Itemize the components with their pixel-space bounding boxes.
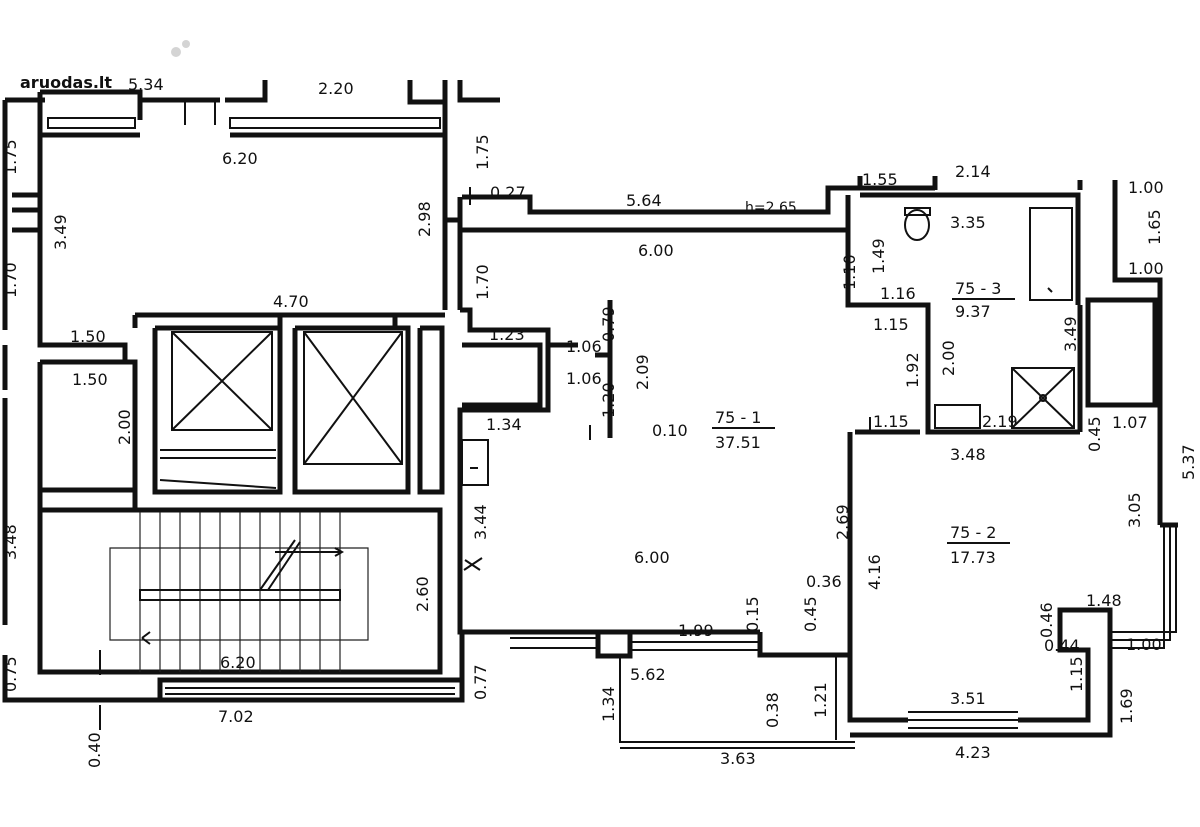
dimension-label: 2.09 xyxy=(633,354,652,390)
dimension-label: 1.55 xyxy=(862,170,898,189)
dimension-label: 0.36 xyxy=(806,572,842,591)
dimension-label: 1.34 xyxy=(599,686,618,722)
dimension-label: 7.02 xyxy=(218,707,254,726)
dimension-label: 2.19 xyxy=(982,412,1018,431)
dimension-label: 1.15 xyxy=(873,412,909,431)
dimension-label: 0.45 xyxy=(801,596,820,632)
dimension-label: 1.92 xyxy=(903,352,922,388)
dimension-label: 1.65 xyxy=(1145,209,1164,245)
apartment-75-walls xyxy=(99,100,1178,749)
dimension-label: 3.51 xyxy=(950,689,986,708)
watermark-text: aruodas.lt xyxy=(20,73,112,92)
room-75-2-label: 75 - 2 17.73 xyxy=(947,523,1010,567)
dimension-label: 3.48 xyxy=(1,524,20,560)
elevator-shafts xyxy=(132,312,445,495)
dimension-label: 1.23 xyxy=(489,325,525,344)
dimension-label: 3.49 xyxy=(51,214,70,250)
ceiling-height-label: h=2.65 xyxy=(745,200,797,216)
dimension-label: 1.99 xyxy=(678,621,714,640)
dimension-label: 1.00 xyxy=(1128,259,1164,278)
dimension-label: 1.16 xyxy=(880,284,916,303)
room-75-3-label: 75 - 3 9.37 xyxy=(952,279,1015,321)
room-area: 17.73 xyxy=(950,548,996,567)
dimension-label: 0.40 xyxy=(85,732,104,768)
dimension-label: 1.20 xyxy=(599,382,618,418)
dimension-label: 2.20 xyxy=(318,79,354,98)
dimension-label: 2.00 xyxy=(939,340,958,376)
dimension-label: 0.44 xyxy=(1044,636,1080,655)
dimension-label: 1.34 xyxy=(486,415,522,434)
dimension-label: 5.62 xyxy=(630,665,666,684)
dimension-label: 1.15 xyxy=(1067,656,1086,692)
room-code: 75 - 3 xyxy=(955,279,1001,298)
dimension-label: 6.00 xyxy=(634,548,670,567)
dimension-labels: 5.34 2.20 1.75 1.75 6.20 3.49 1.70 2.98 … xyxy=(1,75,1198,768)
dimension-label: 2.60 xyxy=(413,576,432,612)
dimension-label: 1.00 xyxy=(1126,635,1162,654)
dimension-label: 3.63 xyxy=(720,749,756,768)
room-75-1-label: 75 - 1 37.51 xyxy=(712,408,775,452)
watermark-logo: aruodas.lt xyxy=(20,40,190,92)
dimension-label: 4.70 xyxy=(273,292,309,311)
dimension-label: 3.48 xyxy=(950,445,986,464)
dimension-label: 1.00 xyxy=(1128,178,1164,197)
outer-walls-left xyxy=(2,80,500,703)
dimension-label: 5.64 xyxy=(626,191,662,210)
dimension-label: 1.50 xyxy=(70,327,106,346)
dimension-label: 1.70 xyxy=(473,264,492,300)
dimension-label: 4.16 xyxy=(865,554,884,590)
dimension-label: 0.75 xyxy=(1,656,20,692)
dimension-label: 0.46 xyxy=(1037,602,1056,638)
dimension-label: 1.15 xyxy=(873,315,909,334)
dimension-label: 0.77 xyxy=(471,664,490,700)
dimension-label: 2.98 xyxy=(415,201,434,237)
dimension-label: 1.48 xyxy=(1086,591,1122,610)
dimension-label: 5.37 xyxy=(1179,444,1198,480)
dimension-label: 0.38 xyxy=(763,692,782,728)
dimension-label: 1.21 xyxy=(811,682,830,718)
room-area: 37.51 xyxy=(715,433,761,452)
dimension-label: 1.07 xyxy=(1112,413,1148,432)
dimension-label: 0.45 xyxy=(1085,416,1104,452)
dimension-label: 0.27 xyxy=(490,183,526,202)
dimension-label: 1.69 xyxy=(1117,688,1136,724)
dimension-label: 3.44 xyxy=(471,504,490,540)
dimension-label: 6.20 xyxy=(220,653,256,672)
dimension-label: 1.75 xyxy=(473,134,492,170)
dimension-label: 6.00 xyxy=(638,241,674,260)
dimension-label: 1.06 xyxy=(566,337,602,356)
dimension-label: 2.00 xyxy=(115,409,134,445)
dimension-label: 1.70 xyxy=(1,262,20,298)
room-code: 75 - 2 xyxy=(950,523,996,542)
dimension-label: 2.14 xyxy=(955,162,991,181)
dimension-label: 1.06 xyxy=(566,369,602,388)
dimension-label: 1.10 xyxy=(840,254,859,290)
dimension-label: 4.23 xyxy=(955,743,991,762)
dimension-label: 0.10 xyxy=(652,421,688,440)
left-bottom-walls xyxy=(157,677,465,703)
dimension-label: 1.75 xyxy=(1,139,20,175)
dimension-label: 6.20 xyxy=(222,149,258,168)
dimension-label: 0.79 xyxy=(599,306,618,342)
dimension-label: 1.50 xyxy=(72,370,108,389)
dimension-label: 3.35 xyxy=(950,213,986,232)
staircase xyxy=(109,512,369,672)
dimension-label: 5.34 xyxy=(128,75,164,94)
dimension-label: 3.49 xyxy=(1061,316,1080,352)
dimension-label: 3.05 xyxy=(1125,492,1144,528)
dimension-label: 0.15 xyxy=(743,596,762,632)
room-area: 9.37 xyxy=(955,302,991,321)
dimension-label: 2.69 xyxy=(833,504,852,540)
room-code: 75 - 1 xyxy=(715,408,761,427)
dimension-label: 1.49 xyxy=(869,238,888,274)
